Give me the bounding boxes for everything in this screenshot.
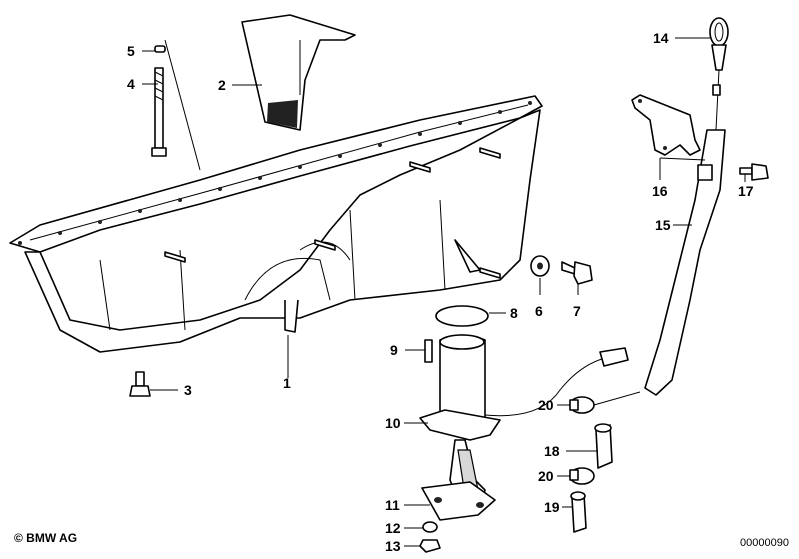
callout-20-lower: 20 [538,468,554,484]
callout-18: 18 [544,443,560,459]
stud-part [424,339,433,363]
guide-tube-part [644,129,726,396]
callout-5: 5 [127,43,135,59]
callout-1: 1 [283,375,291,391]
callout-3: 3 [184,382,192,398]
bracket-part [631,94,701,156]
callout-2: 2 [218,77,226,93]
callout-15: 15 [655,217,671,233]
callout-12: 12 [385,520,401,536]
hose-clamp-part-lower [569,467,595,485]
callout-14: 14 [653,30,669,46]
cover-plate-part [241,14,356,131]
callout-4: 4 [127,76,135,92]
oil-pan-part [9,95,543,353]
callout-7: 7 [573,303,581,319]
hose-end-part [570,491,587,533]
drain-bolt-part [129,371,151,397]
long-bolt-part [151,45,167,157]
bolt-part [561,261,593,285]
washer-part [530,255,550,277]
washer-small-part [422,521,438,533]
callout-13: 13 [385,538,401,554]
callout-10: 10 [385,415,401,431]
callout-11: 11 [385,497,400,513]
leader-lines [142,37,746,547]
nut-part [419,539,441,553]
callout-20-upper: 20 [538,397,554,413]
callout-9: 9 [390,342,398,358]
callout-16: 16 [652,183,668,199]
callout-8: 8 [510,305,518,321]
hose-clamp-part-upper [569,396,595,414]
bracket-bolt-part [739,163,769,181]
oil-pump-pickup-part [419,334,629,521]
diagram-id-number: 00000090 [740,537,789,549]
callout-6: 6 [535,303,543,319]
hose-part [594,423,613,469]
o-ring-part [435,305,489,327]
copyright-notice: © BMW AG [14,531,78,545]
dipstick-part [709,17,729,131]
callout-19: 19 [544,499,560,515]
callout-17: 17 [738,183,754,199]
